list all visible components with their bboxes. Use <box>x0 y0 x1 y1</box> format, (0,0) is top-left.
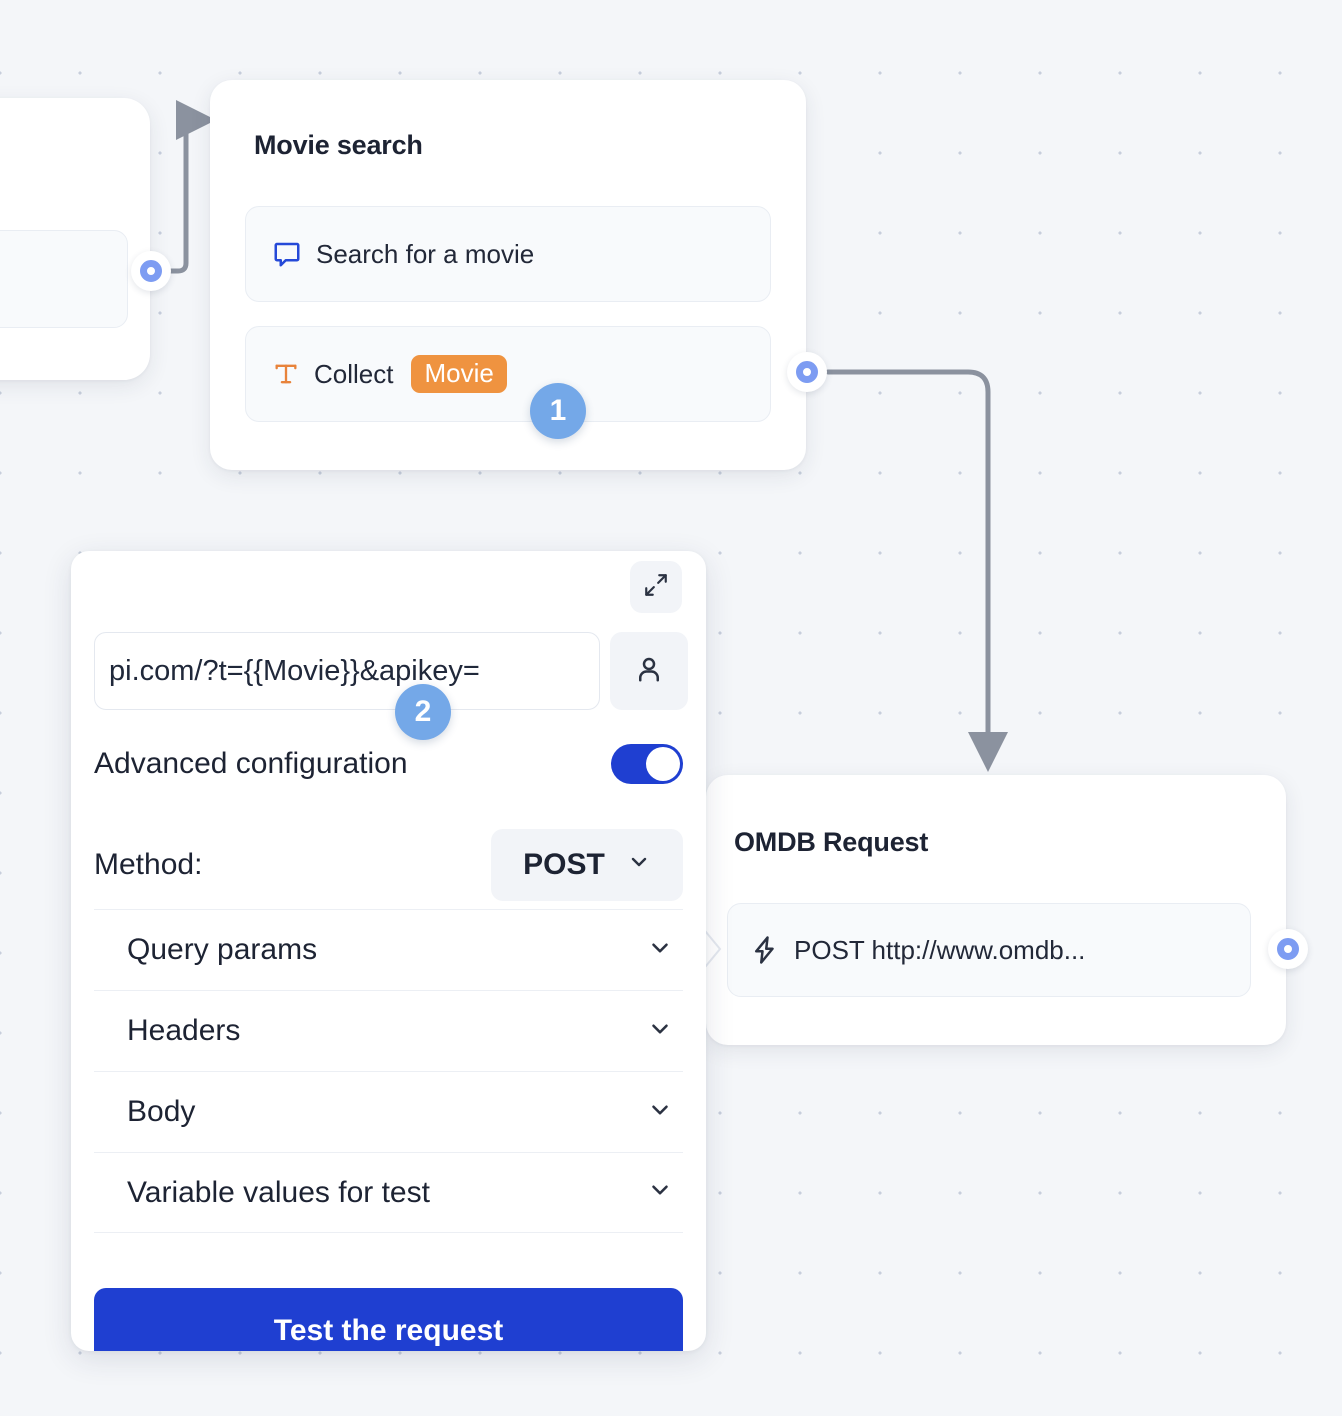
request-config-panel[interactable]: Advanced configuration Method: POST Quer… <box>71 551 706 1351</box>
accordion-headers[interactable]: Headers <box>94 990 683 1071</box>
advanced-configuration-label: Advanced configuration <box>94 747 408 780</box>
expand-diagonal-icon <box>643 572 669 603</box>
accordion-label: Headers <box>127 1014 241 1047</box>
accordion-label: Body <box>127 1095 196 1128</box>
method-label: Method: <box>94 848 203 881</box>
accordion-body[interactable]: Body <box>94 1071 683 1152</box>
node-partial-row[interactable] <box>0 230 128 328</box>
row-omdb-post-request[interactable]: POST http://www.omdb... <box>727 903 1251 997</box>
chevron-down-icon <box>647 1097 673 1128</box>
request-url-input[interactable] <box>94 632 600 710</box>
method-value: POST <box>523 848 605 881</box>
edge-movie-to-omdb <box>825 369 1008 772</box>
accordion-list: Query params Headers Body Variable value… <box>94 909 683 1233</box>
accordion-label: Query params <box>127 933 318 966</box>
accordion-label: Variable values for test <box>127 1175 430 1209</box>
chevron-down-icon <box>647 1016 673 1047</box>
expand-panel-button[interactable] <box>630 561 682 613</box>
step-badge-2: 2 <box>395 684 451 740</box>
test-the-request-button[interactable]: Test the request <box>94 1288 683 1351</box>
accordion-variable-values-for-test[interactable]: Variable values for test <box>94 1152 683 1233</box>
step-badge-1: 1 <box>530 383 586 439</box>
chevron-down-icon <box>647 935 673 966</box>
port-movie-search-output[interactable] <box>787 352 827 392</box>
row-search-label: Search for a movie <box>316 238 535 269</box>
method-row: Method: POST <box>94 829 683 901</box>
movie-node-title: Movie search <box>254 130 423 160</box>
toggle-knob <box>646 747 680 781</box>
lightning-bolt-icon <box>750 935 780 965</box>
person-icon <box>634 654 664 689</box>
edge-start-to-movie <box>167 100 216 274</box>
node-partial-left[interactable] <box>0 98 150 380</box>
speech-bubble-icon <box>272 239 302 269</box>
port-partial-node-output[interactable] <box>131 251 171 291</box>
advanced-configuration-toggle[interactable] <box>611 744 683 784</box>
port-omdb-request-output[interactable] <box>1268 929 1308 969</box>
variable-chip-movie[interactable]: Movie <box>411 355 507 393</box>
accordion-query-params[interactable]: Query params <box>94 909 683 990</box>
row-search-for-a-movie[interactable]: Search for a movie <box>245 206 771 302</box>
row-collect-variable[interactable]: Collect Movie <box>245 326 771 422</box>
chevron-down-icon <box>627 848 651 882</box>
identity-button[interactable] <box>610 632 688 710</box>
method-select[interactable]: POST <box>491 829 683 901</box>
advanced-configuration-row: Advanced configuration <box>94 744 683 784</box>
row-collect-label: Collect <box>314 358 394 389</box>
omdb-node-title: OMDB Request <box>734 827 929 857</box>
row-omdb-label: POST http://www.omdb... <box>794 934 1086 965</box>
chevron-down-icon <box>647 1177 673 1208</box>
text-t-icon <box>272 360 300 388</box>
url-row <box>94 632 688 710</box>
